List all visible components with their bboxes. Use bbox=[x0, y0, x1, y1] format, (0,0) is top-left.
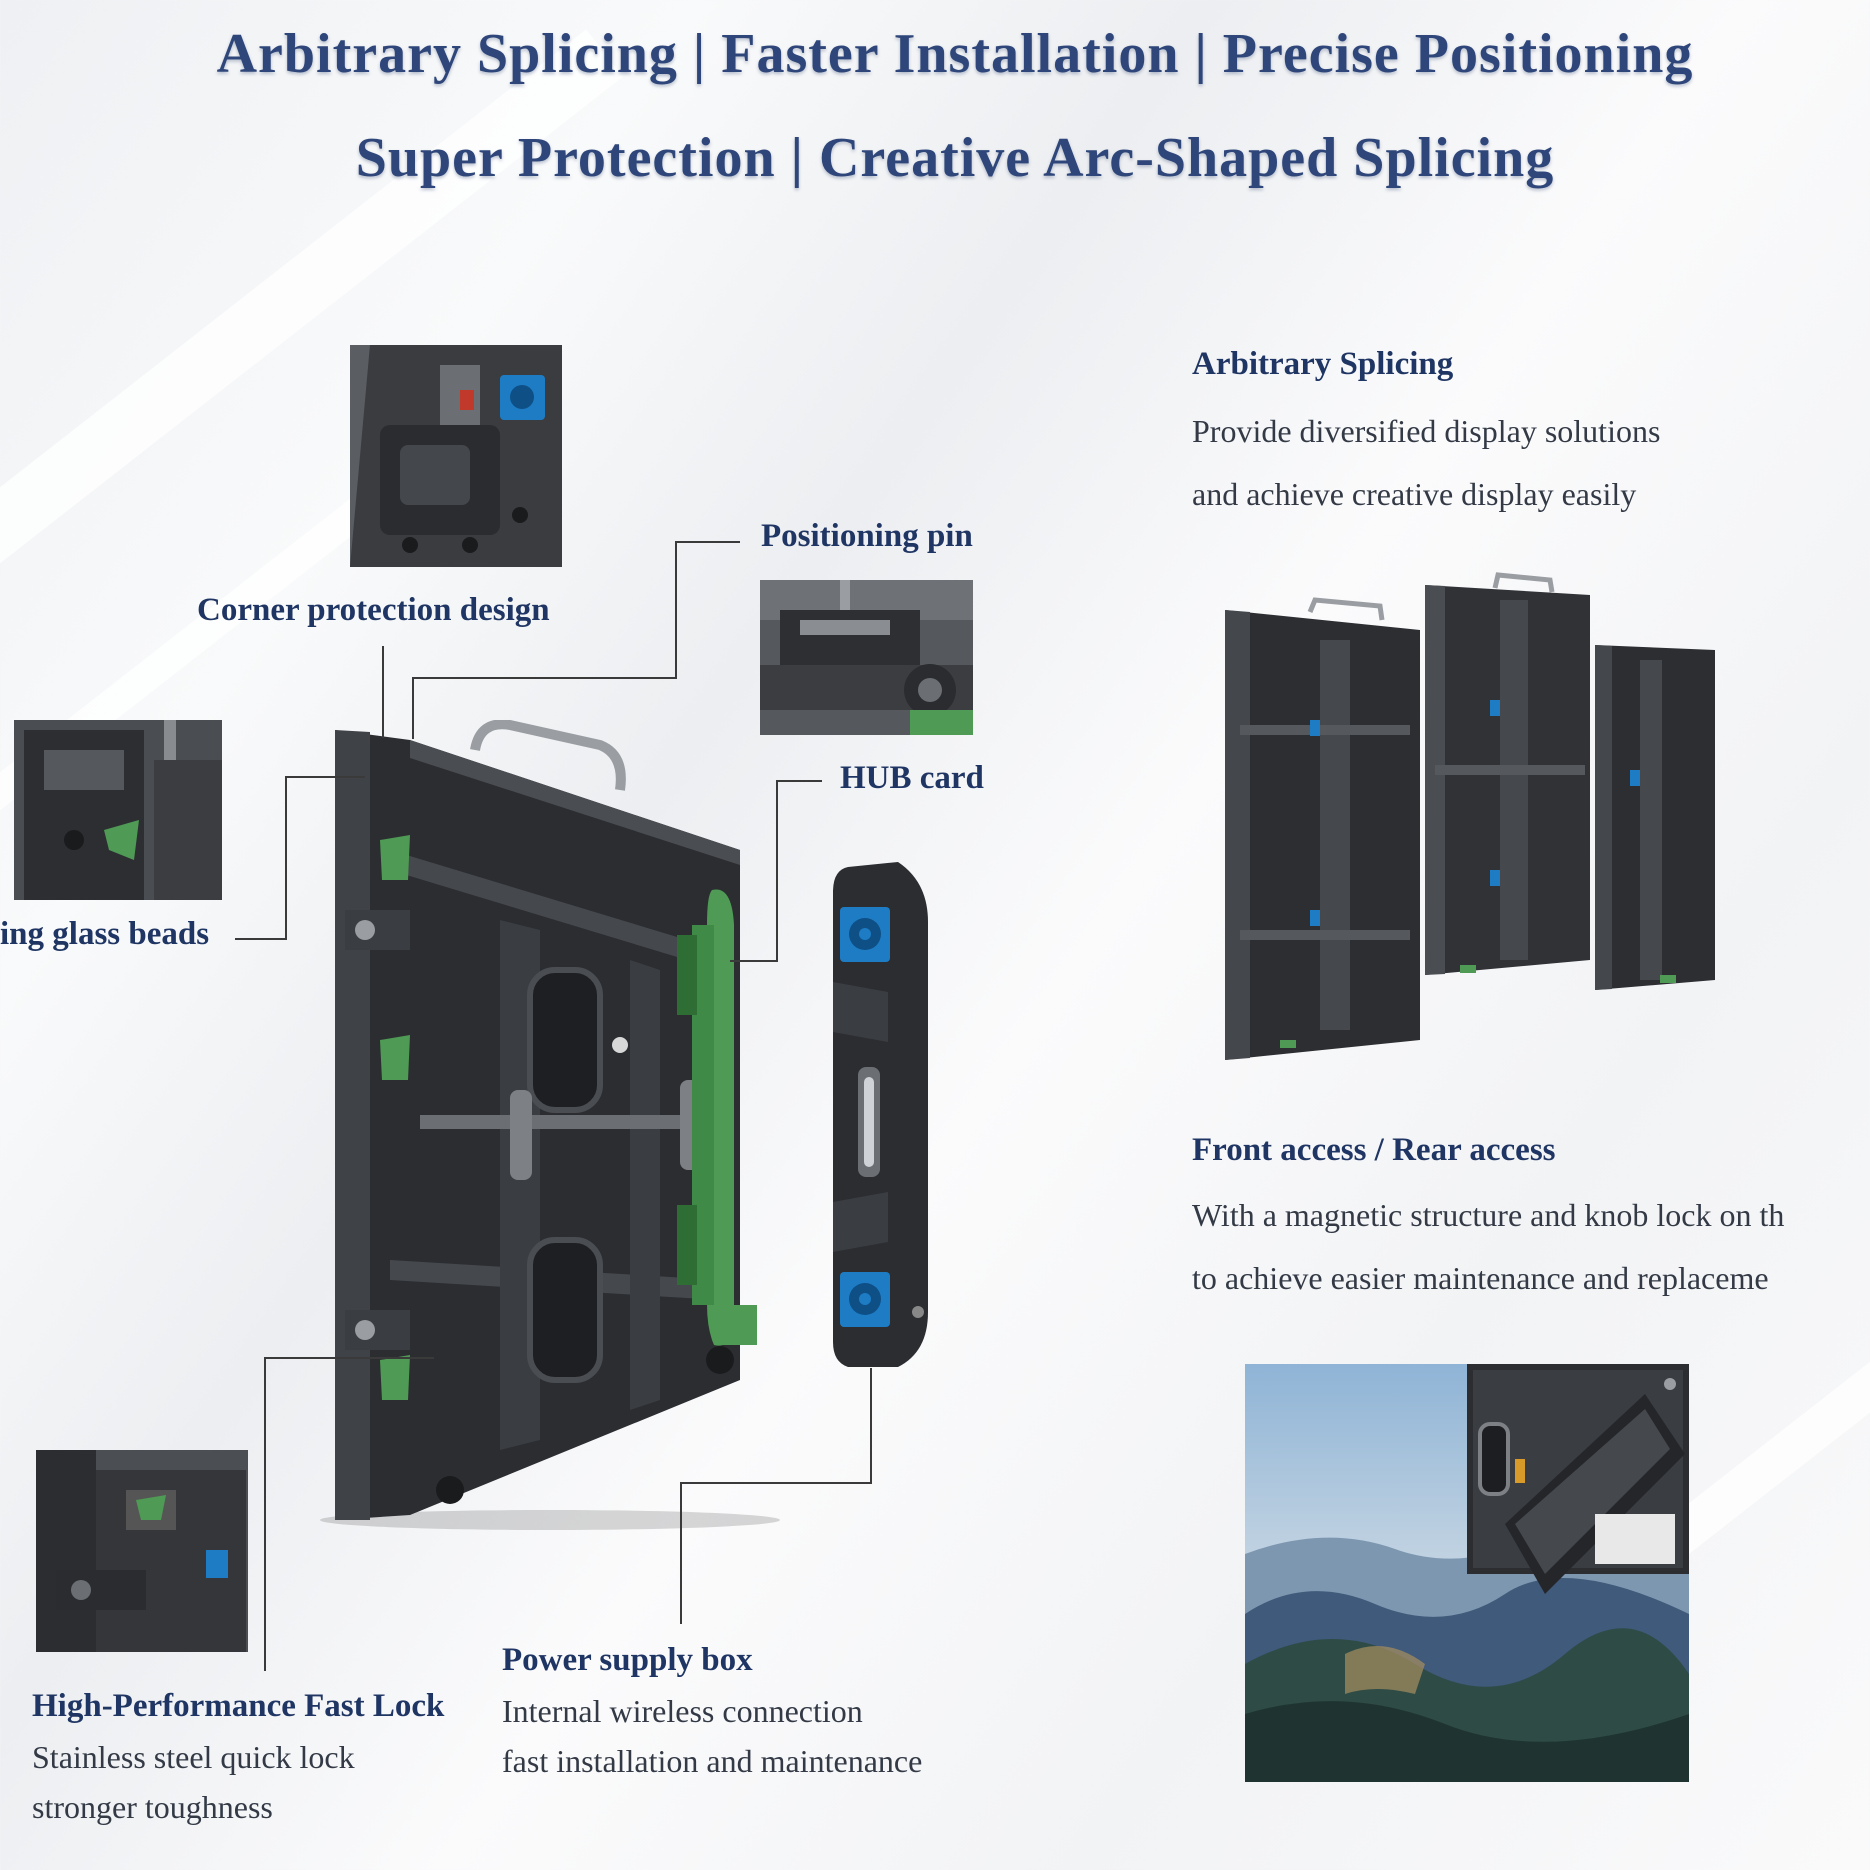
splicing-line-1: Provide diversified display solutions bbox=[1192, 413, 1661, 449]
positioning-pin-leader bbox=[675, 541, 677, 679]
power-box-leader bbox=[680, 1482, 872, 1484]
positioning-pin-leader bbox=[412, 677, 414, 739]
hub-card-leader bbox=[776, 780, 778, 962]
glass-beads-label: ing glass beads bbox=[0, 916, 210, 952]
glass-beads-leader bbox=[285, 776, 365, 778]
glass-beads-photo bbox=[14, 720, 222, 900]
power-supply-box-photo bbox=[828, 862, 938, 1372]
glass-beads-leader bbox=[235, 938, 287, 940]
front-rear-access-photo bbox=[1245, 1364, 1689, 1782]
arbitrary-splicing-photo bbox=[1220, 570, 1720, 1070]
hub-card-label: HUB card bbox=[840, 760, 984, 796]
fast-lock-line-2: stronger toughness bbox=[32, 1789, 273, 1825]
positioning-pin-leader bbox=[675, 541, 740, 543]
power-box-leader bbox=[680, 1482, 682, 1624]
power-box-title: Power supply box bbox=[502, 1642, 753, 1678]
fast-lock-leader bbox=[264, 1357, 434, 1359]
positioning-pin-photo bbox=[760, 580, 973, 735]
splicing-line-2: and achieve creative display easily bbox=[1192, 476, 1637, 512]
headline-line-2: Super Protection | Creative Arc-Shaped S… bbox=[355, 127, 1555, 189]
headline-line-1: Arbitrary Splicing | Faster Installation… bbox=[216, 23, 1694, 85]
splicing-title: Arbitrary Splicing bbox=[1192, 346, 1454, 382]
corner-protection-leader bbox=[382, 646, 384, 738]
glass-beads-leader bbox=[285, 776, 287, 940]
fast-lock-leader bbox=[264, 1357, 266, 1671]
hub-card-photo bbox=[672, 885, 772, 1355]
positioning-pin-label: Positioning pin bbox=[761, 518, 973, 554]
fast-lock-photo bbox=[36, 1450, 248, 1652]
hub-card-leader bbox=[776, 780, 822, 782]
hub-card-leader bbox=[730, 960, 778, 962]
power-box-leader bbox=[870, 1368, 872, 1484]
access-title: Front access / Rear access bbox=[1192, 1132, 1556, 1168]
fast-lock-title: High-Performance Fast Lock bbox=[32, 1688, 445, 1724]
access-line-2: to achieve easier maintenance and replac… bbox=[1192, 1260, 1769, 1296]
power-box-line-1: Internal wireless connection bbox=[502, 1693, 863, 1729]
access-line-1: With a magnetic structure and knob lock … bbox=[1192, 1197, 1785, 1233]
cabinet-rear-photo bbox=[300, 720, 780, 1530]
power-box-line-2: fast installation and maintenance bbox=[502, 1743, 923, 1779]
positioning-pin-leader bbox=[412, 677, 677, 679]
corner-protection-label: Corner protection design bbox=[197, 592, 550, 628]
fast-lock-line-1: Stainless steel quick lock bbox=[32, 1739, 355, 1775]
corner-protection-photo bbox=[350, 345, 562, 567]
